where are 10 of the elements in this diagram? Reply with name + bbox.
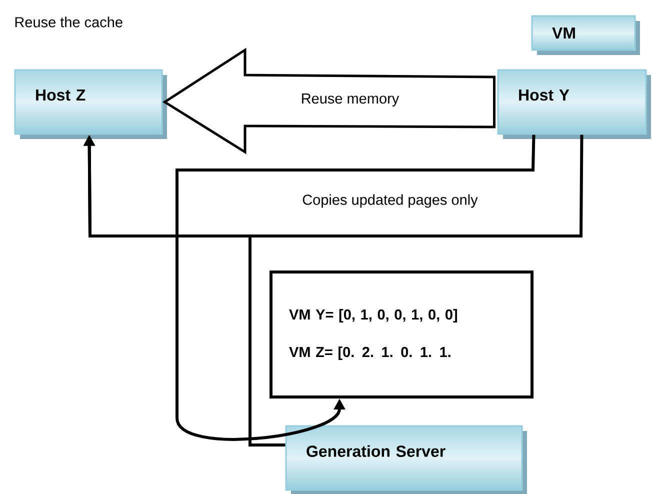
- host-box: Host Z: [14, 69, 167, 139]
- vector-box: VM Y= [0, 1, 0, 0, 1, 0, 0] VM Z= [0. 2. 1. 0. 1. 1.: [270, 270, 534, 398]
- vm-box: VM: [531, 15, 640, 55]
- edge-label: Copies updated pages only: [300, 192, 480, 210]
- server-box: Generation Server: [285, 425, 527, 494]
- connector-arrow: [176, 134, 536, 441]
- host-box: Host Y: [497, 69, 651, 139]
- edge-label: Reuse memory: [302, 94, 400, 106]
- title-text: Reuse the cache: [15, 16, 122, 28]
- block-arrow: [162, 48, 496, 154]
